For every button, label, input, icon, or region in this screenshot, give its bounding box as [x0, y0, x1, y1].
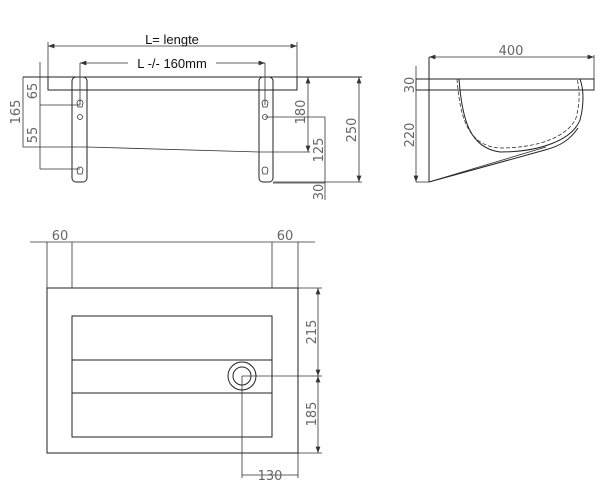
length-label: L= lengte: [145, 32, 199, 47]
keyhole-icon: [76, 99, 269, 175]
dim-30: 30: [312, 184, 327, 201]
dim-215: 215: [305, 320, 320, 345]
sink-outline: [46, 287, 299, 454]
rim-side: [415, 78, 595, 91]
dim-220: 220: [403, 123, 418, 148]
dim-60-right: 60: [277, 229, 294, 244]
front-view: L= lengte L -/- 160mm 165 65 55 180 125 …: [9, 32, 362, 200]
dim-65: 65: [26, 83, 41, 100]
dim-400: 400: [499, 44, 524, 59]
dim-180: 180: [294, 100, 309, 125]
dim-30-side: 30: [403, 77, 418, 94]
dim-55: 55: [26, 127, 41, 144]
dim-165: 165: [9, 100, 24, 125]
dim-60-left: 60: [52, 229, 69, 244]
dim-130: 130: [258, 469, 283, 484]
left-bracket: [71, 76, 88, 183]
inner-length-label: L -/- 160mm: [137, 56, 207, 71]
dim-185: 185: [305, 402, 320, 427]
bowl-profile: [458, 78, 584, 153]
rim-front: [47, 76, 298, 91]
dim-125: 125: [312, 138, 327, 163]
basin-outline: [71, 315, 273, 438]
top-view: 60 60 215 185 130: [30, 229, 322, 484]
side-view: 400 30 220: [403, 44, 595, 183]
dim-250: 250: [345, 118, 360, 143]
right-bracket: [258, 76, 274, 183]
